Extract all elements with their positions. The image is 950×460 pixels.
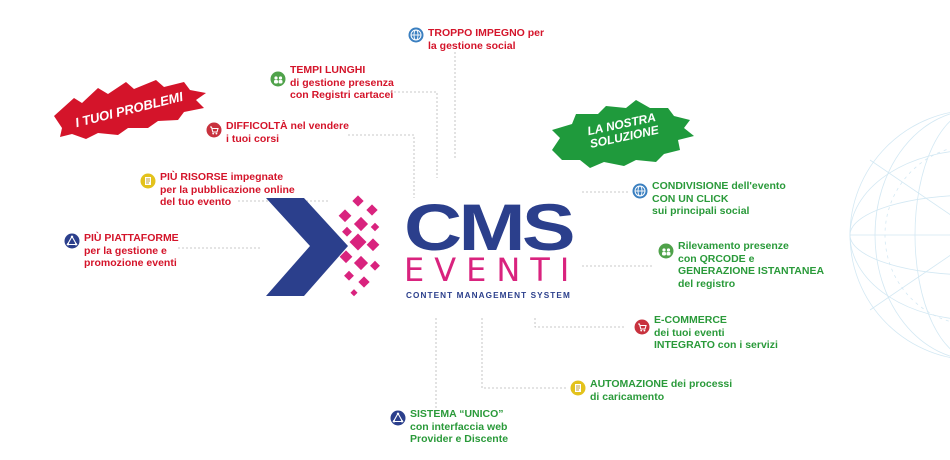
problem-line: per la gestione e: [84, 244, 167, 257]
cart-icon: [206, 122, 222, 138]
problem-line: TROPPO IMPEGNO per: [428, 27, 545, 39]
globe-icon: [408, 27, 424, 43]
problem-line: TEMPI LUNGHI: [290, 64, 366, 76]
problem-line: PIÙ PIATTAFORME: [84, 232, 179, 244]
logo-cms-wordmark: CMS: [404, 190, 576, 264]
problems-badge-shape: [54, 80, 206, 139]
problem-line: PIÙ RISORSE impegnate: [160, 171, 284, 183]
solution-line: INTEGRATO con i servizi: [654, 339, 778, 351]
people-icon: [658, 243, 674, 259]
document-icon: [570, 380, 586, 396]
solution-line: di caricamento: [590, 390, 665, 403]
solution-line: dei tuoi eventi: [654, 326, 725, 339]
document-icon: [140, 173, 156, 189]
network-icon: [390, 410, 406, 426]
logo-tagline: CONTENT MANAGEMENT SYSTEM: [406, 291, 571, 300]
logo-chevron: [266, 198, 348, 296]
problem-line: la gestione social: [428, 39, 516, 52]
globe-icon: [632, 183, 648, 199]
solution-line: del registro: [678, 277, 736, 290]
solution-line: sui principali social: [652, 205, 750, 217]
problem-line: DIFFICOLTÀ nel vendere: [226, 120, 349, 132]
solution-line: E-COMMERCE: [654, 314, 727, 326]
solution-badge-shape: [552, 100, 694, 168]
solution-line: Rilevamento presenze: [678, 240, 789, 252]
solution-line: Provider e Discente: [410, 433, 509, 445]
problem-line: i tuoi corsi: [226, 132, 280, 145]
solution-line: GENERAZIONE ISTANTANEA: [678, 265, 825, 277]
problem-line: promozione eventi: [84, 257, 177, 269]
solution-line: CONDIVISIONE dell'evento: [652, 180, 786, 192]
network-icon: [64, 233, 80, 249]
logo-pixel-diamonds: [338, 195, 380, 297]
solution-line: con QRCODE e: [678, 252, 755, 265]
wireframe-globe: [849, 112, 950, 358]
problem-line: del tuo evento: [160, 196, 232, 208]
problem-line: di gestione presenza: [290, 76, 394, 89]
solution-line: CON UN CLICK: [652, 192, 729, 205]
solution-line: con interfaccia web: [410, 420, 508, 433]
problem-line: con Registri cartacei: [290, 89, 394, 101]
logo-eventi-wordmark: EVENTI: [404, 251, 580, 289]
people-icon: [270, 71, 286, 87]
solution-line: SISTEMA “UNICO”: [410, 408, 504, 420]
solution-line: AUTOMAZIONE dei processi: [590, 378, 733, 390]
cart-icon: [634, 319, 650, 335]
problem-line: per la pubblicazione online: [160, 183, 295, 196]
